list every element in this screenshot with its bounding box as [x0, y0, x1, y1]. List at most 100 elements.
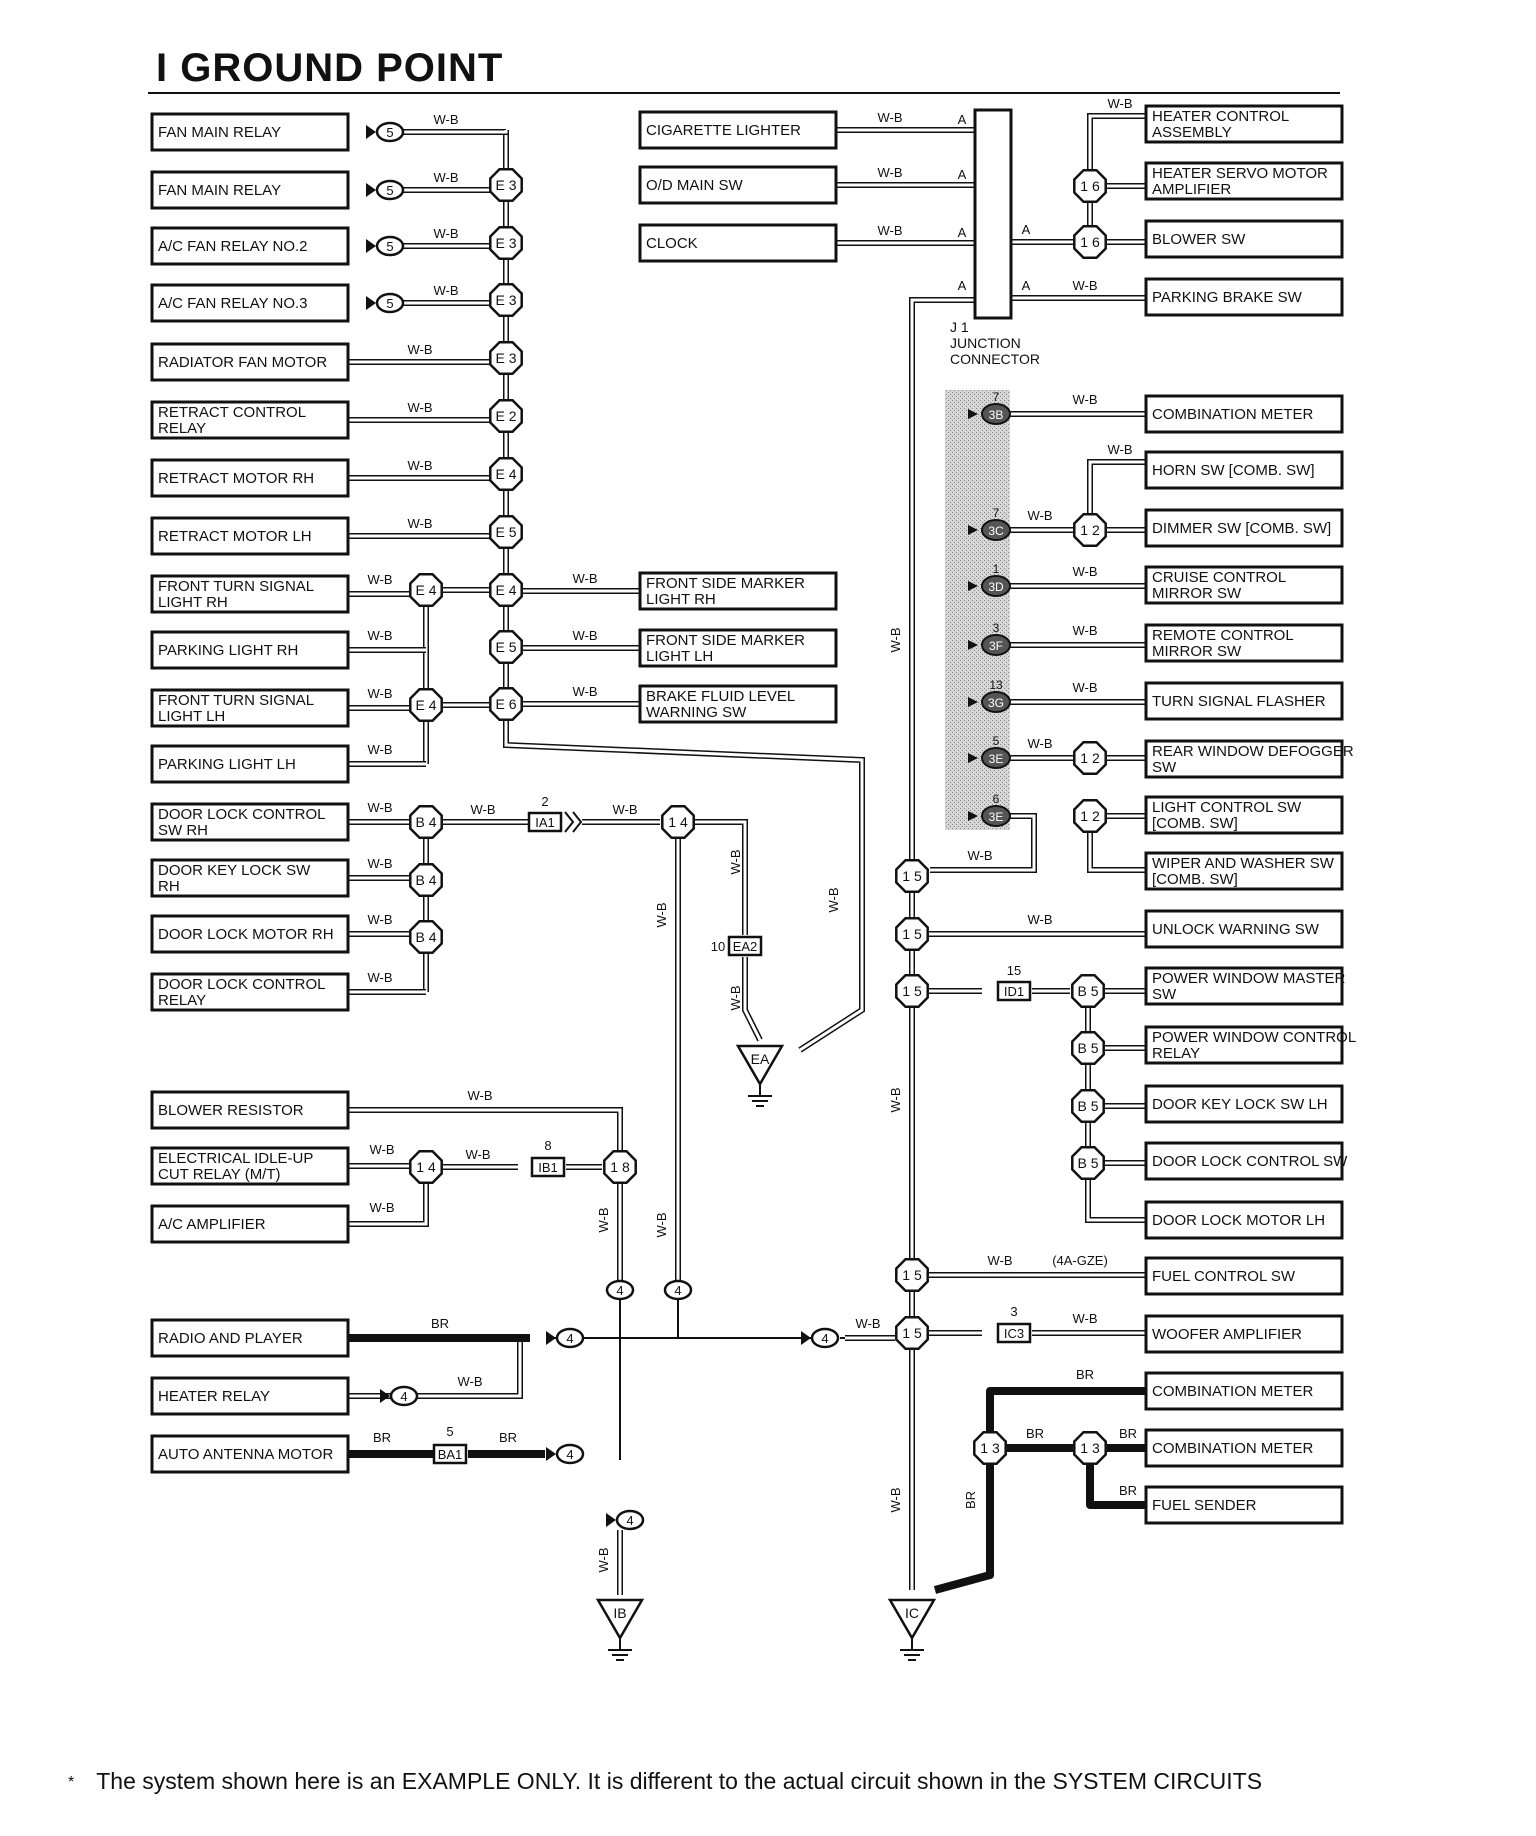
junction-block-3g-5 [981, 691, 1011, 713]
component-right-11-label: SW [1152, 759, 1177, 776]
splice-e3-4 [489, 341, 523, 375]
pin-number: 13 [989, 678, 1003, 692]
component-right-18 [1144, 1141, 1344, 1181]
connector-5-2-label: 5 [386, 183, 393, 198]
splice-e3-1-label: E 3 [495, 177, 516, 193]
component-right-22-label: COMBINATION METER [1152, 1383, 1314, 1400]
connector-5-1-label: 5 [386, 125, 393, 140]
component-right-9-label: REMOTE CONTROL [1152, 627, 1294, 644]
component-center-2-label: O/D MAIN SW [646, 177, 744, 194]
connector-ib1 [530, 1156, 566, 1178]
splice-b4-3 [409, 920, 443, 954]
pin-number: 7 [993, 506, 1000, 520]
component-right-21 [1144, 1314, 1344, 1354]
wire-code-w-b: W-B [407, 342, 432, 357]
component-right-15-label: POWER WINDOW MASTER [1152, 970, 1345, 987]
component-2 [150, 170, 350, 210]
junction-block-3d-3 [981, 575, 1011, 597]
splice-14-bottom [409, 1150, 443, 1184]
component-right-22 [1144, 1371, 1344, 1411]
ground-ib [595, 1598, 645, 1641]
wire-code-w-b: W-B [877, 110, 902, 125]
connector-5-3-arrow [366, 239, 376, 253]
component-right-16-label: POWER WINDOW CONTROL [1152, 1029, 1356, 1046]
splice-e5-7-label: E 5 [495, 524, 516, 540]
splice-15-5 [895, 1316, 929, 1350]
wire-code-w-b: W-B [728, 985, 743, 1010]
component-13-label: DOOR LOCK CONTROL [158, 806, 326, 823]
connector-5-1 [375, 121, 405, 143]
splice-e4-left-1 [409, 573, 443, 607]
wire-code-w-b: W-B [407, 400, 432, 415]
wire-code-w-b: W-B [367, 572, 392, 587]
splice-e3-2-label: E 3 [495, 235, 516, 251]
wire-code-w-b: W-B [433, 283, 458, 298]
wire-code-w-b: W-B [367, 912, 392, 927]
splice-b5-4 [1071, 1146, 1105, 1180]
component-7-label: RETRACT MOTOR RH [158, 470, 314, 487]
component-right-8-label: MIRROR SW [1152, 585, 1242, 602]
component-20 [150, 1318, 350, 1358]
connector-4-antenna-label: 4 [566, 1447, 573, 1462]
splice-12-2-label: 1 2 [1080, 750, 1100, 766]
component-right-8 [1144, 565, 1344, 605]
splice-b5-2-label: B 5 [1077, 1040, 1098, 1056]
wire-code-w-b: W-B [1027, 508, 1052, 523]
component-9-label: FRONT TURN SIGNAL [158, 578, 314, 595]
component-right-15 [1144, 966, 1344, 1006]
wire-code-w-b: W-B [1072, 564, 1097, 579]
splice-18 [603, 1150, 637, 1184]
connector-4-heater-arrow [380, 1389, 390, 1403]
wire-w-b-core [910, 298, 975, 1590]
component-right-9 [1144, 623, 1344, 663]
connector-ic3-label: IC3 [1004, 1326, 1024, 1341]
component-right-19-label: DOOR LOCK MOTOR LH [1152, 1212, 1325, 1229]
connector-4-radio [555, 1327, 585, 1349]
splice-14-bottom-label: 1 4 [416, 1159, 436, 1175]
component-3 [150, 226, 350, 266]
wire-w-b-core [1088, 114, 1146, 186]
in-line-arrow [564, 811, 583, 833]
wire-code-w-b: W-B [987, 1253, 1012, 1268]
pin-number: 7 [993, 390, 1000, 404]
component-9 [150, 574, 350, 614]
pin-number: 6 [993, 792, 1000, 806]
component-center-4-label: FRONT SIDE MARKER [646, 575, 805, 592]
component-13-label: SW RH [158, 822, 208, 839]
connector-5-3 [375, 235, 405, 257]
component-10 [150, 630, 350, 670]
splice-e3-2 [489, 226, 523, 260]
junction-block-3b-1-label: 3B [989, 408, 1004, 422]
splice-12-1 [1073, 513, 1107, 547]
splice-15-2 [895, 917, 929, 951]
component-right-12-label: LIGHT CONTROL SW [1152, 799, 1302, 816]
wire-code-w-b: W-B [826, 887, 841, 912]
junction-block-3g-5-label: 3G [988, 696, 1004, 710]
component-center-6 [638, 684, 838, 724]
wire-code-w-b: W-B [612, 802, 637, 817]
connector-id1 [996, 980, 1032, 1002]
connector-4-ib [615, 1509, 645, 1531]
component-16-label: DOOR LOCK CONTROL [158, 976, 326, 993]
component-19-label: A/C AMPLIFIER [158, 1216, 266, 1233]
jb-arrow [968, 753, 978, 763]
component-right-24-label: FUEL SENDER [1152, 1497, 1257, 1514]
ground-ib-label: IB [613, 1605, 626, 1621]
junction-block-3d-3-label: 3D [988, 580, 1004, 594]
wire-code-w-b: W-B [470, 802, 495, 817]
wire-lock-motor-lh [1085, 1180, 1146, 1223]
splice-15-5-label: 1 5 [902, 1325, 922, 1341]
pin-number: 2 [541, 794, 548, 809]
component-21 [150, 1376, 350, 1416]
splice-b5-4-label: B 5 [1077, 1155, 1098, 1171]
splice-e4-6-label: E 4 [495, 466, 516, 482]
wire-code-w-b: W-B [367, 628, 392, 643]
connector-id1-label: ID1 [1004, 984, 1024, 999]
component-center-1-label: CIGARETTE LIGHTER [646, 122, 801, 139]
jb-arrow [968, 409, 978, 419]
junction-block-3f-4 [981, 634, 1011, 656]
component-17 [150, 1090, 350, 1130]
wire-code-br: BR [1119, 1483, 1137, 1498]
splice-b4-3-label: B 4 [415, 929, 436, 945]
wire-code-br: BR [963, 1491, 978, 1509]
